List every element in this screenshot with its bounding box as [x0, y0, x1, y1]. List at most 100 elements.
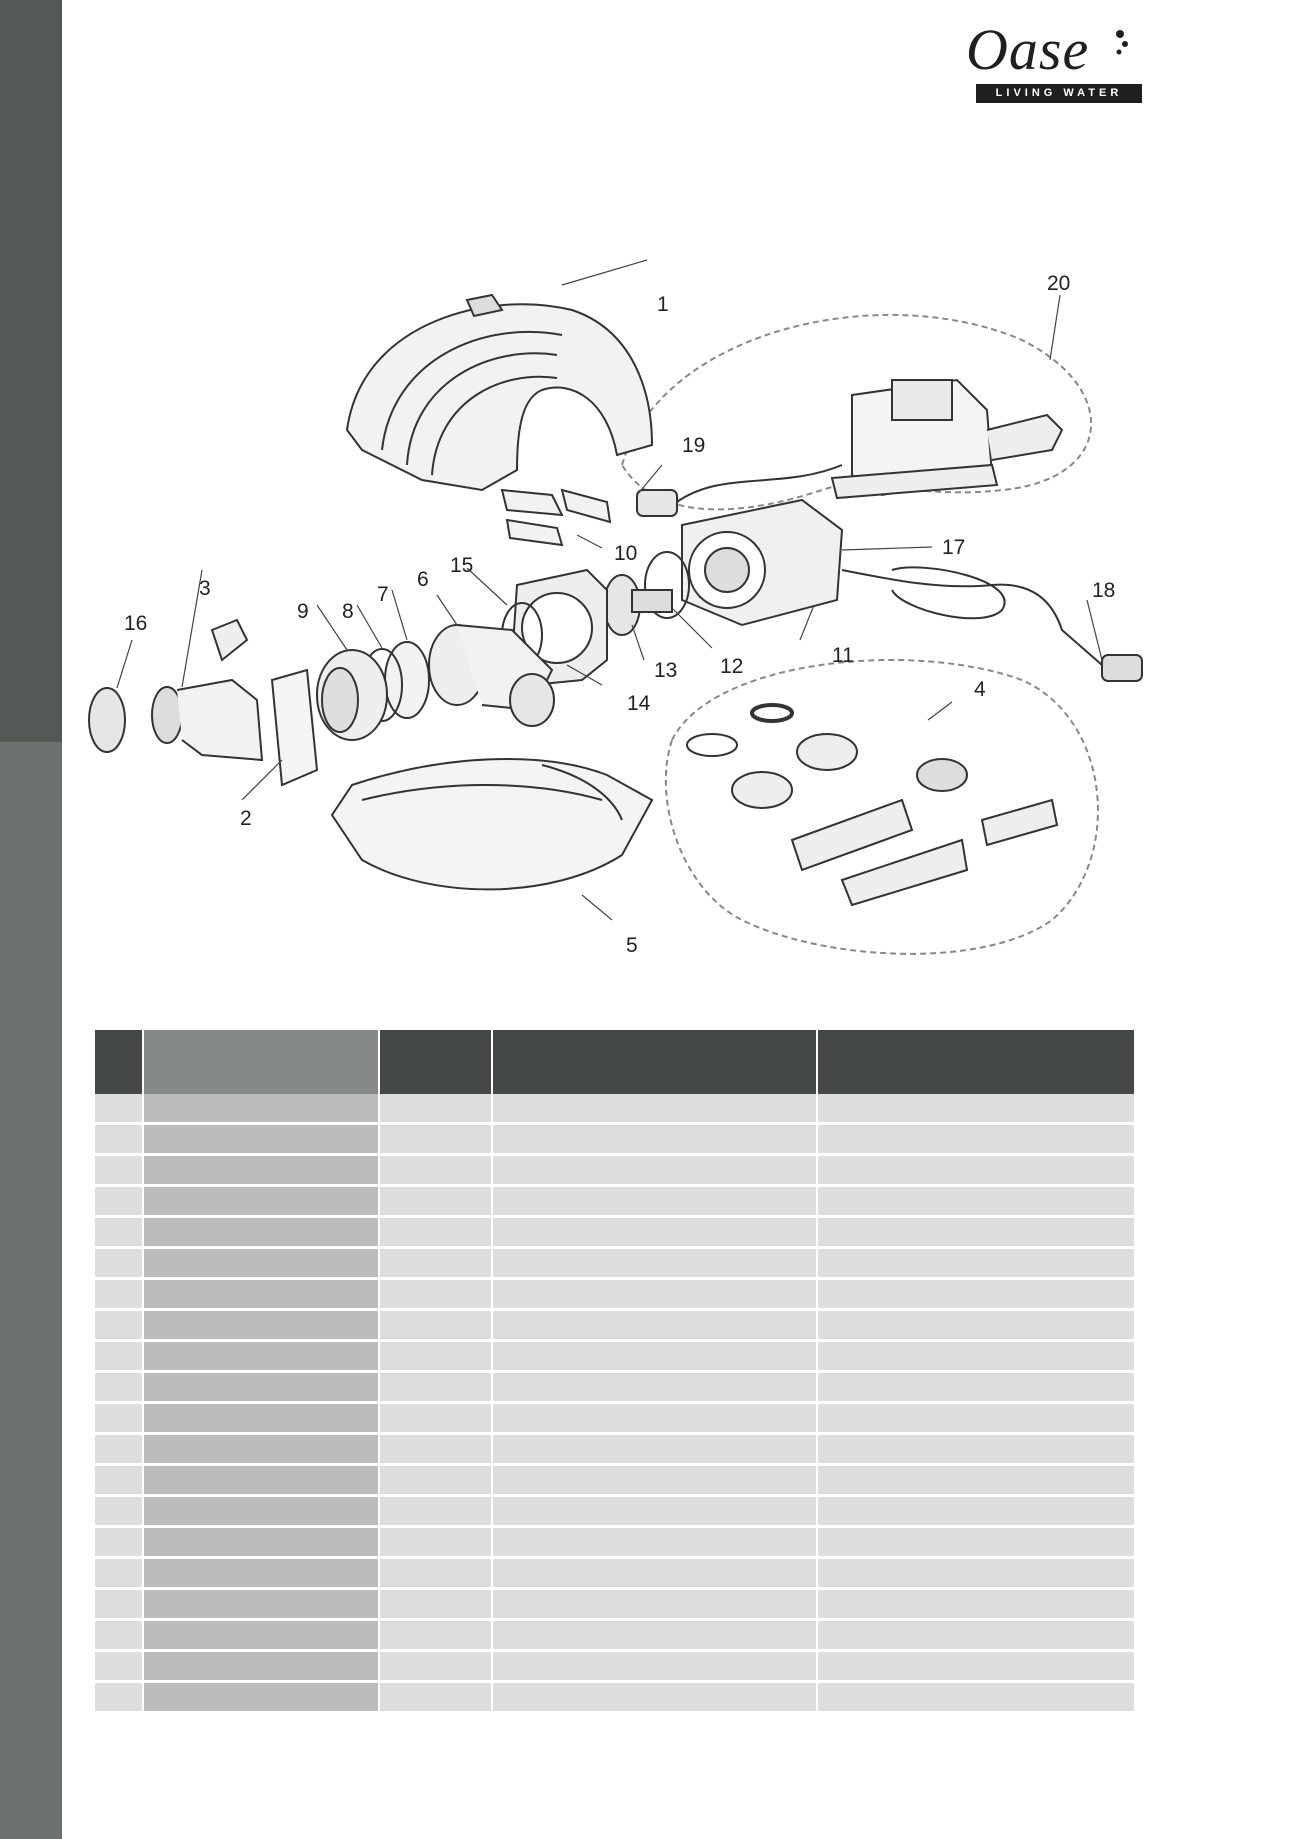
- table-row: [95, 1495, 1136, 1528]
- table-cell: [817, 1340, 1136, 1373]
- table-cell: [143, 1309, 380, 1342]
- table-cell: [492, 1402, 818, 1435]
- table-cell: [95, 1433, 144, 1466]
- table-cell: [379, 1588, 493, 1621]
- table-cell: [95, 1650, 144, 1683]
- table-cell: [143, 1154, 380, 1187]
- table-row: [95, 1247, 1136, 1280]
- callout-17: 17: [942, 536, 965, 559]
- part-1-top-cover: [345, 293, 654, 492]
- table-cell: [379, 1495, 493, 1528]
- table-row: [95, 1557, 1136, 1590]
- table-cell: [817, 1402, 1136, 1435]
- table-cell: [95, 1185, 144, 1218]
- header-article: [817, 1030, 1136, 1094]
- part-3-pre-filter: [151, 618, 264, 762]
- table-cell: [492, 1185, 818, 1218]
- table-cell: [817, 1278, 1136, 1311]
- table-cell: [817, 1309, 1136, 1342]
- table-cell: [143, 1371, 380, 1404]
- parts-list-table: [95, 1030, 1136, 1714]
- table-cell: [492, 1464, 818, 1497]
- table-row: [95, 1433, 1136, 1466]
- table-cell: [817, 1464, 1136, 1497]
- table-cell: [379, 1619, 493, 1652]
- part-4-accessories: [686, 703, 1059, 907]
- table-cell: [379, 1557, 493, 1590]
- table-cell: [492, 1123, 818, 1156]
- table-cell: [492, 1371, 818, 1404]
- table-cell: [143, 1185, 380, 1218]
- table-row: [95, 1216, 1136, 1249]
- table-cell: [379, 1123, 493, 1156]
- table-cell: [379, 1094, 493, 1125]
- table-cell: [143, 1123, 380, 1156]
- table-row: [95, 1588, 1136, 1621]
- table-cell: [379, 1154, 493, 1187]
- callout-2: 2: [240, 807, 252, 830]
- table-cell: [143, 1278, 380, 1311]
- table-cell: [492, 1557, 818, 1590]
- table-cell: [817, 1557, 1136, 1590]
- callout-7: 7: [377, 583, 389, 606]
- table-cell: [95, 1094, 144, 1125]
- table-cell: [379, 1247, 493, 1280]
- table-cell: [95, 1123, 144, 1156]
- callout-13: 13: [654, 659, 677, 682]
- table-cell: [492, 1433, 818, 1466]
- table-cell: [143, 1681, 380, 1714]
- part-9-nut: [316, 649, 388, 741]
- table-cell: [95, 1464, 144, 1497]
- table-row: [95, 1402, 1136, 1435]
- table-row: [95, 1526, 1136, 1559]
- part-5-base: [330, 758, 654, 891]
- table-cell: [817, 1588, 1136, 1621]
- table-cell: [379, 1309, 493, 1342]
- callout-9: 9: [297, 600, 309, 623]
- table-cell: [817, 1650, 1136, 1683]
- table-cell: [95, 1340, 144, 1373]
- table-cell: [817, 1154, 1136, 1187]
- callout-19: 19: [682, 434, 705, 457]
- table-row: [95, 1650, 1136, 1683]
- table-cell: [492, 1309, 818, 1342]
- table-cell: [379, 1681, 493, 1714]
- callout-16: 16: [124, 612, 147, 635]
- logo-droplets-icon: [1116, 30, 1128, 55]
- table-cell: [379, 1402, 493, 1435]
- table-cell: [817, 1216, 1136, 1249]
- table-cell: [492, 1588, 818, 1621]
- part-13-impeller: [603, 574, 673, 636]
- table-cell: [95, 1278, 144, 1311]
- table-row: [95, 1681, 1136, 1714]
- sidebar-bottom-band: [0, 742, 62, 1839]
- callout-3: 3: [199, 577, 211, 600]
- exploded-parts-diagram: 1 2 3 4 5 6 7 8 9 10 11 12 13 14 15 16 1…: [88, 259, 1143, 957]
- table-cell: [817, 1247, 1136, 1280]
- table-cell: [95, 1681, 144, 1714]
- table-cell: [379, 1526, 493, 1559]
- table-row: [95, 1094, 1136, 1125]
- callout-15: 15: [450, 554, 473, 577]
- callout-4: 4: [974, 678, 986, 701]
- table-cell: [95, 1247, 144, 1280]
- sidebar-top-band: [0, 0, 62, 742]
- table-cell: [379, 1185, 493, 1218]
- table-row: [95, 1309, 1136, 1342]
- header-quantity: [379, 1030, 493, 1094]
- table-cell: [143, 1495, 380, 1528]
- table-cell: [95, 1309, 144, 1342]
- table-cell: [143, 1094, 380, 1125]
- table-cell: [143, 1433, 380, 1466]
- logo-tagline: LIVING WATER: [976, 84, 1142, 103]
- table-cell: [95, 1402, 144, 1435]
- table-cell: [143, 1526, 380, 1559]
- table-cell: [379, 1650, 493, 1683]
- table-cell: [817, 1371, 1136, 1404]
- table-cell: [143, 1464, 380, 1497]
- table-cell: [492, 1526, 818, 1559]
- table-cell: [379, 1433, 493, 1466]
- table-cell: [492, 1495, 818, 1528]
- table-cell: [95, 1154, 144, 1187]
- logo-wordmark: Oase: [966, 17, 1090, 82]
